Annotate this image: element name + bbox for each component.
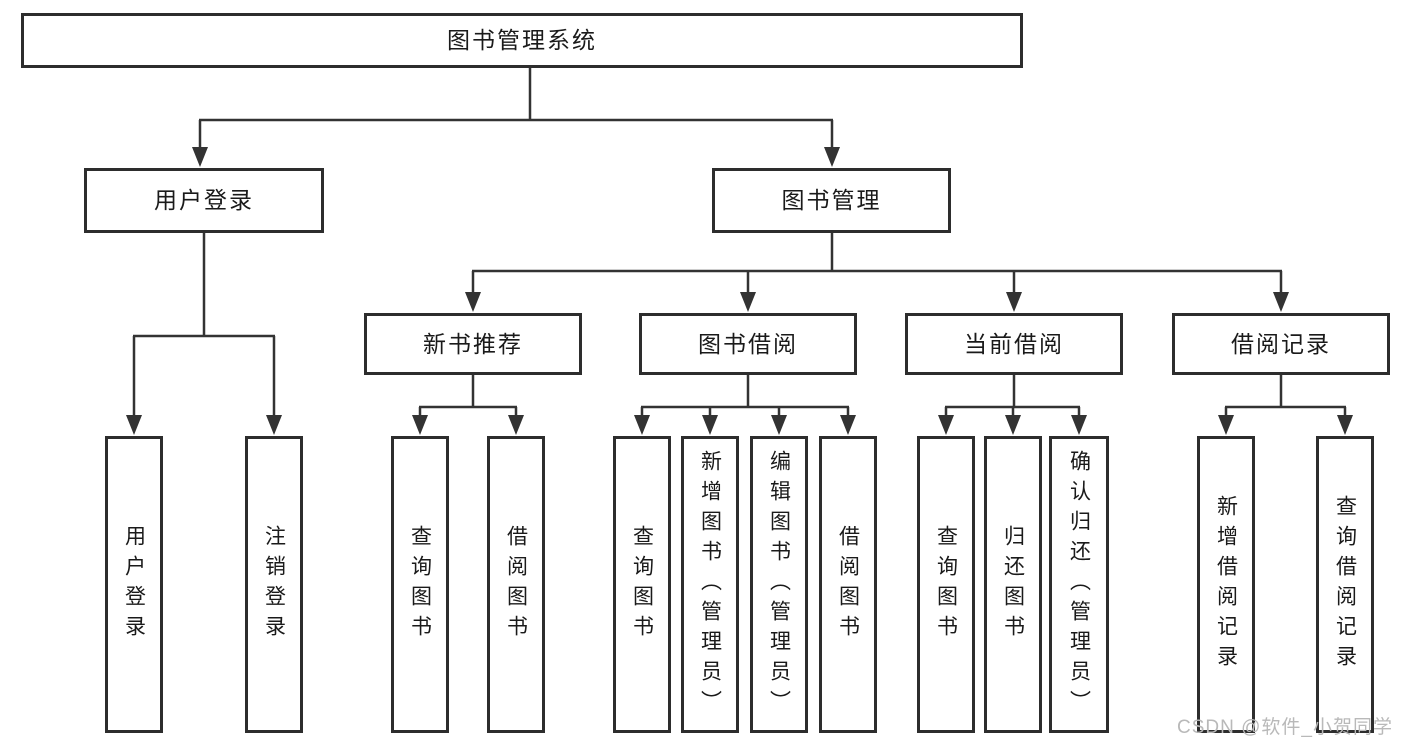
leaf-query-borrow-record: 查询借阅记录 — [1316, 436, 1374, 733]
leaf-edit-book-admin: 编辑图书（管理员） — [750, 436, 808, 733]
leaf-add-borrow-record: 新增借阅记录 — [1197, 436, 1255, 733]
leaf-add-book-admin: 新增图书（管理员） — [681, 436, 739, 733]
leaf-query-books-borrowing: 查询图书 — [613, 436, 671, 733]
leaf-return-book: 归还图书 — [984, 436, 1042, 733]
node-current-borrowing: 当前借阅 — [905, 313, 1123, 375]
node-new-book-recommend: 新书推荐 — [364, 313, 582, 375]
node-user-login: 用户登录 — [84, 168, 324, 233]
node-root-system: 图书管理系统 — [21, 13, 1023, 68]
leaf-query-books-current: 查询图书 — [917, 436, 975, 733]
leaf-user-login: 用户登录 — [105, 436, 163, 733]
leaf-logout: 注销登录 — [245, 436, 303, 733]
node-book-borrowing: 图书借阅 — [639, 313, 857, 375]
leaf-borrow-books-borrowing: 借阅图书 — [819, 436, 877, 733]
leaf-query-books-recommend: 查询图书 — [391, 436, 449, 733]
leaf-borrow-books-recommend: 借阅图书 — [487, 436, 545, 733]
node-book-management: 图书管理 — [712, 168, 951, 233]
watermark: CSDN @软件_小贺同学 — [1177, 717, 1393, 738]
leaf-confirm-return-admin: 确认归还（管理员） — [1049, 436, 1109, 733]
node-borrowing-records: 借阅记录 — [1172, 313, 1390, 375]
